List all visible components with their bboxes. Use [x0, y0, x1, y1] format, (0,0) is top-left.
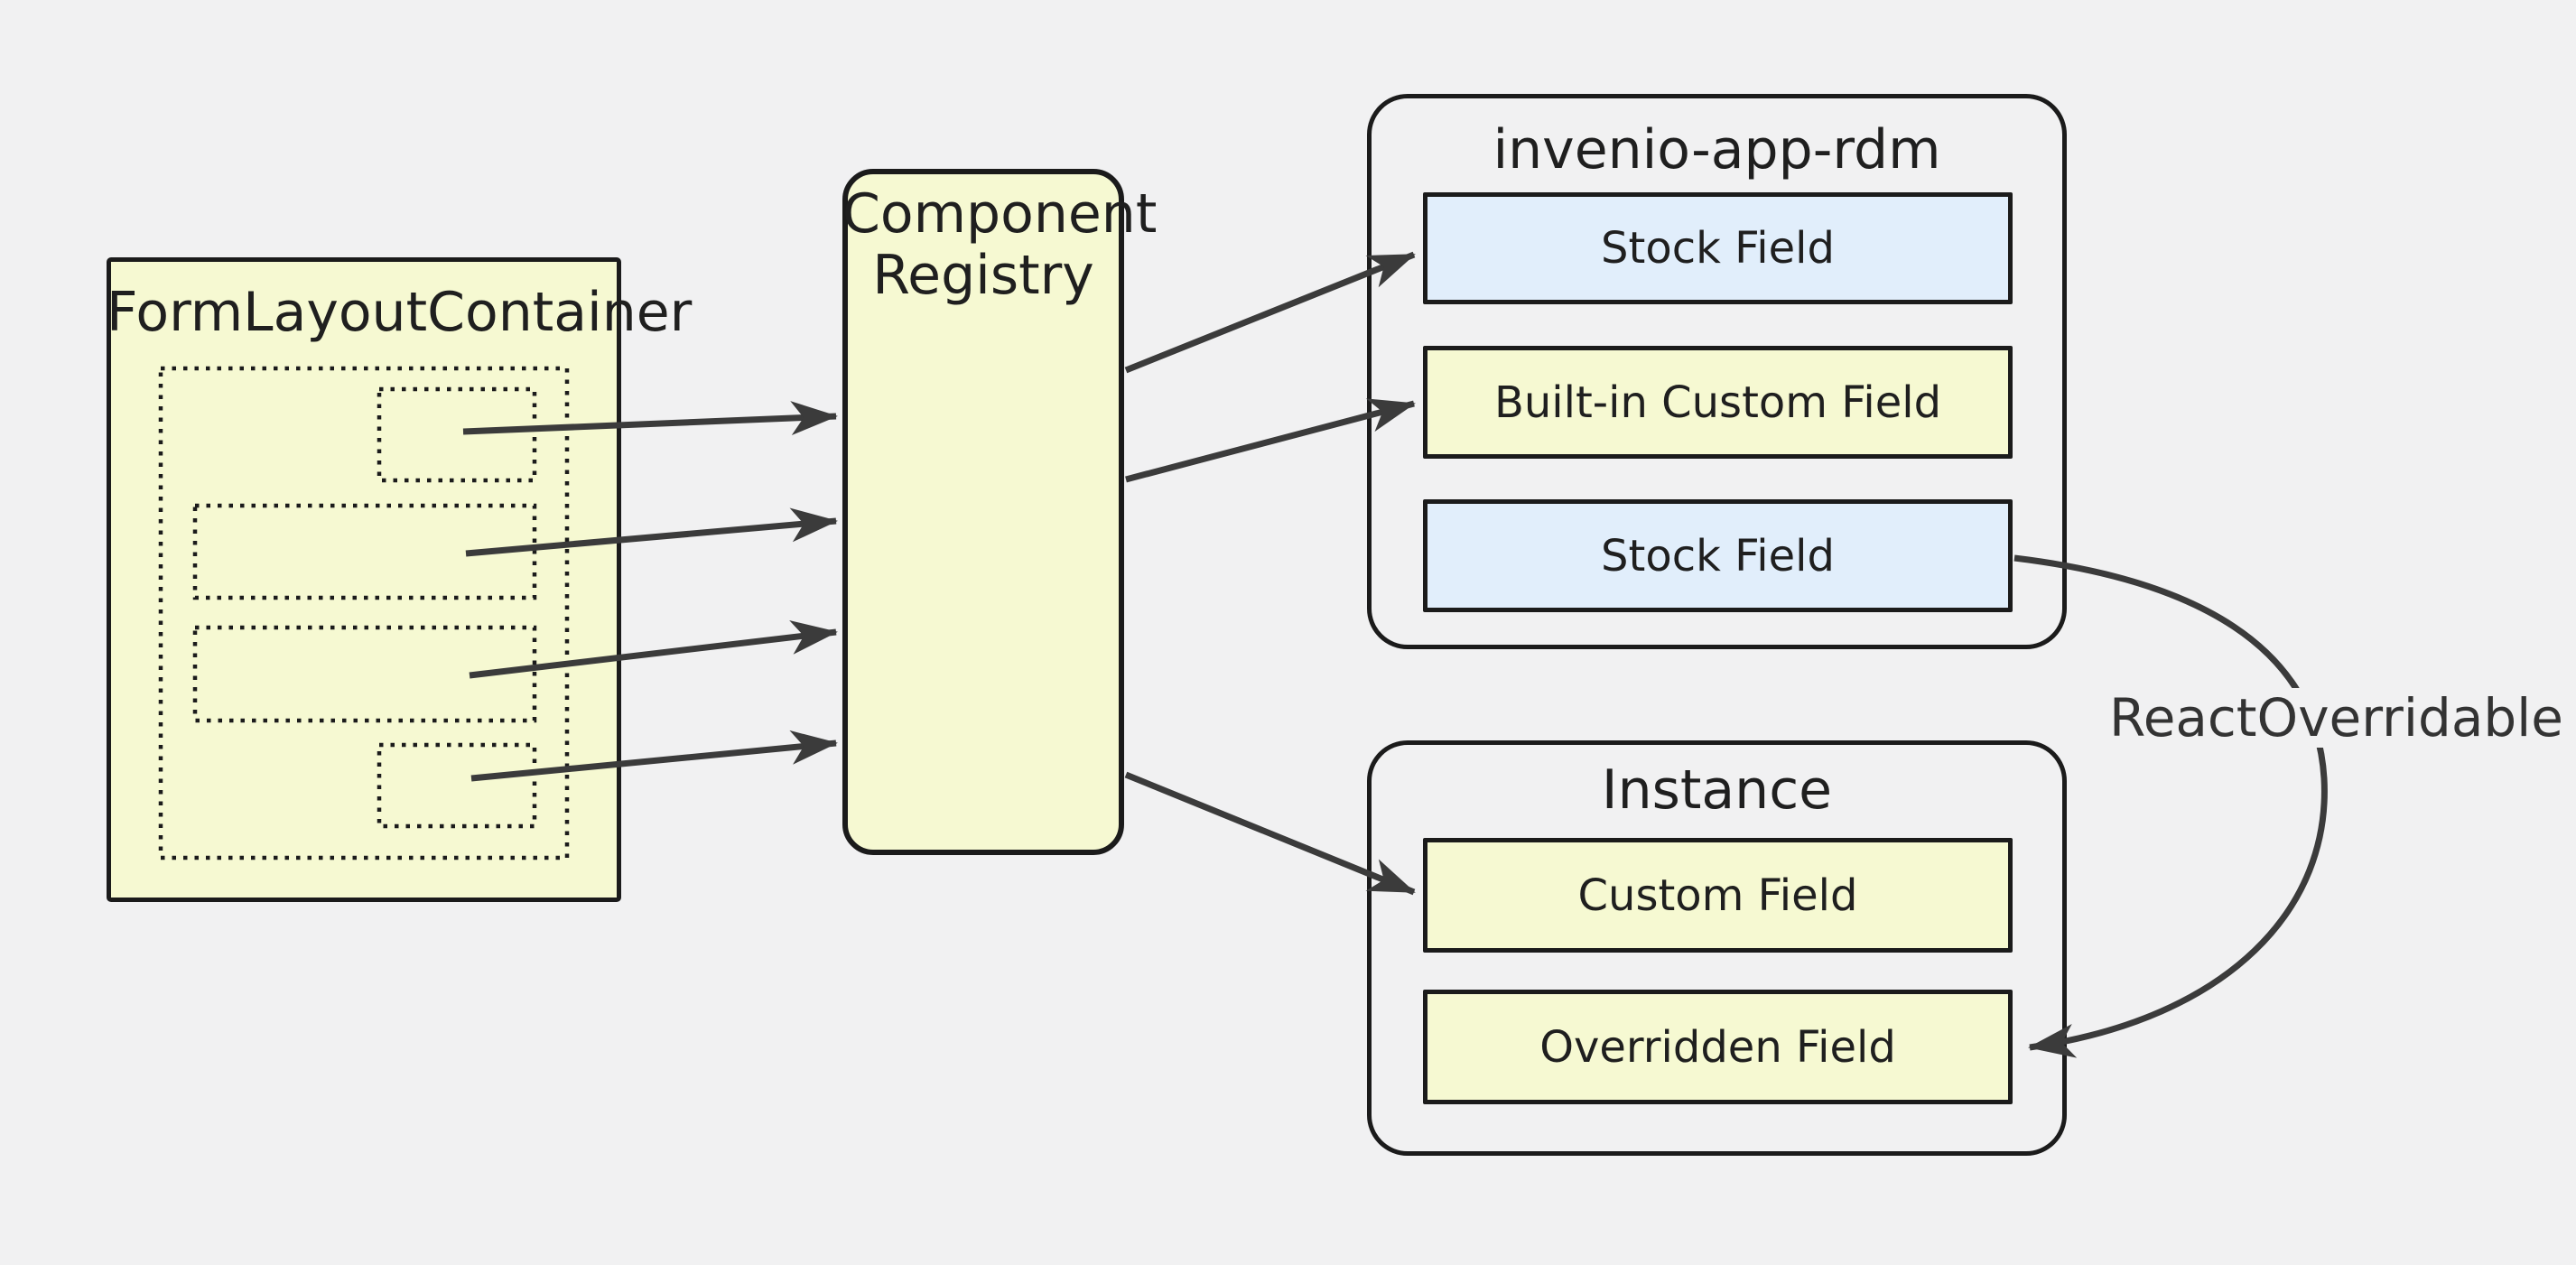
built-in-custom-field-node: Built-in Custom Field: [1423, 346, 2013, 459]
stock-field-2-node: Stock Field: [1423, 499, 2013, 612]
component-registry-title: Component Registry: [842, 182, 1158, 307]
instance-title: Instance: [1601, 758, 1833, 822]
component-registry-node: [842, 169, 1124, 855]
stock-field-1-node: Stock Field: [1423, 192, 2013, 304]
overridden-field-node: Overridden Field: [1423, 990, 2013, 1104]
invenio-app-rdm-title: invenio-app-rdm: [1493, 118, 1941, 181]
custom-field-node: Custom Field: [1423, 838, 2013, 953]
form-layout-container-node: [107, 257, 621, 902]
form-layout-container-title: FormLayoutContainer: [107, 281, 693, 344]
react-overridable-label: ReactOverridable: [2109, 687, 2563, 749]
